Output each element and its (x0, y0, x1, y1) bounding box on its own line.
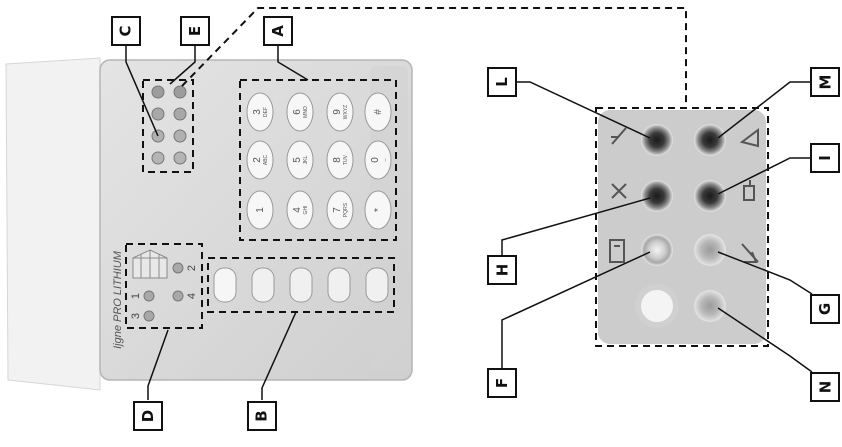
indicator-panel (598, 110, 766, 344)
keypad-key: * (365, 191, 391, 229)
keypad-key: 3DEF (247, 93, 273, 131)
keypad-key: 4GHI (287, 191, 313, 229)
led-l (641, 124, 673, 156)
led-g (694, 234, 726, 266)
led-n (694, 290, 726, 322)
callout-h-label: H (493, 264, 511, 277)
power-led (638, 287, 676, 325)
callout-g: G (810, 294, 840, 324)
callout-i-label: I (816, 155, 834, 161)
callout-e-label: E (186, 26, 204, 36)
keypad-key: 6MNO (287, 93, 313, 131)
keypad-key-label: * (373, 208, 384, 212)
led-i (694, 180, 726, 212)
keypad-key: 8TUV (327, 141, 353, 179)
zone-digit-1: 1 (130, 293, 142, 299)
keypad-key: 7PQRS (327, 191, 353, 229)
callout-l-label: L (493, 77, 511, 87)
led-f (641, 234, 673, 266)
keypad-key: 5JKL (287, 141, 313, 179)
callout-a-label: A (269, 25, 287, 37)
panel-brand-label: Ijgne PRO LITHIUM (112, 250, 124, 349)
zone-digit-4: 4 (186, 293, 198, 299)
keypad-key: 0_ (365, 141, 391, 179)
zone-digit-3: 3 (130, 313, 142, 319)
led-h (641, 180, 673, 212)
callout-h: H (487, 255, 517, 285)
callout-d: D (133, 401, 163, 431)
callout-f: F (487, 368, 517, 398)
led-m (694, 124, 726, 156)
keypad-key: 2ABC (247, 141, 273, 179)
callout-i: I (810, 143, 840, 173)
callout-n-label: N (816, 381, 834, 394)
keypad-key: # (365, 93, 391, 131)
callout-b-label: B (253, 410, 271, 421)
callout-n: N (810, 372, 840, 402)
callout-c-label: C (117, 25, 135, 36)
callout-a: A (263, 16, 293, 46)
callout-f-label: F (493, 378, 511, 388)
callout-m-label: M (816, 75, 834, 90)
callout-c: C (111, 16, 141, 46)
callout-d-label: D (139, 410, 157, 422)
callout-g-label: G (816, 303, 834, 315)
callout-b: B (247, 401, 277, 431)
keypad-key-label: # (373, 109, 384, 115)
keypad-key: 9WXYZ (327, 93, 353, 131)
callout-e: E (180, 16, 210, 46)
callout-m: M (810, 67, 840, 97)
callout-l: L (487, 67, 517, 97)
zone-digit-2: 2 (186, 265, 198, 271)
keypad-key: 1 (247, 191, 273, 229)
keypad-key-label: 1 (255, 207, 266, 213)
